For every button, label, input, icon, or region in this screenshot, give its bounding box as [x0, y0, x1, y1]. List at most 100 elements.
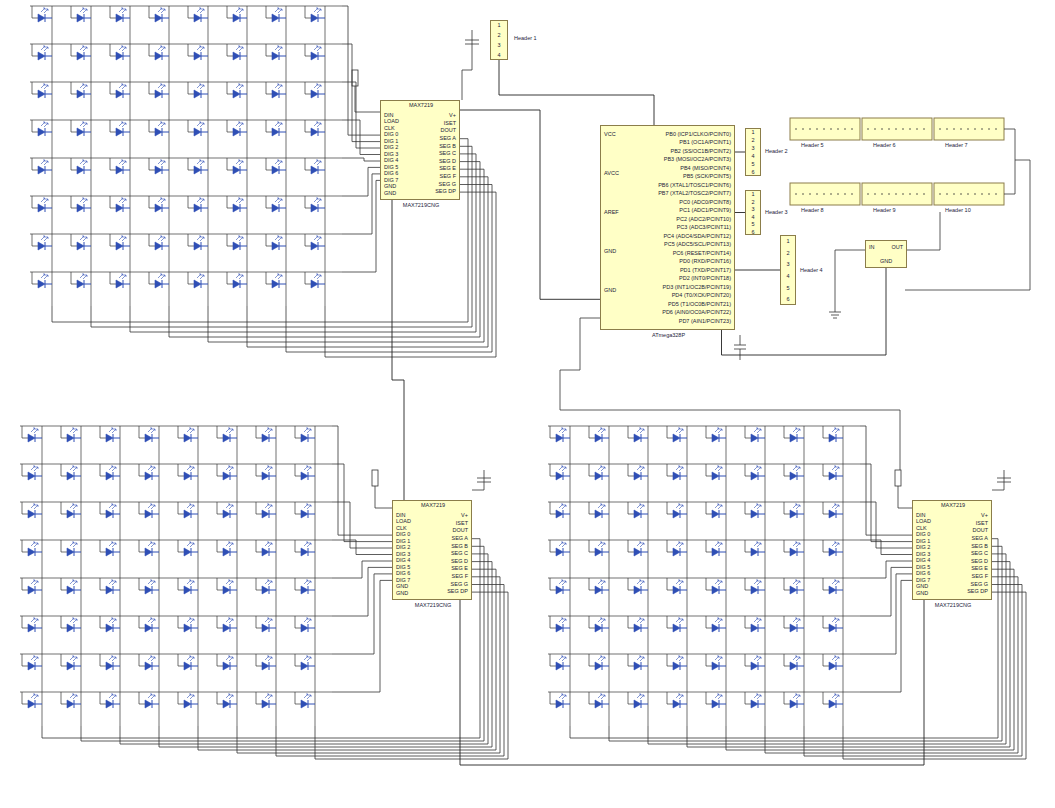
led-cathode [563, 586, 570, 594]
component-label: Header 10 [944, 208, 972, 214]
led-lead [305, 82, 311, 94]
led-light-arrow [598, 504, 605, 509]
component-label: Header 8 [800, 208, 825, 214]
capacitor-symbol [462, 30, 479, 100]
led-light-arrow [197, 122, 204, 127]
led-lead [100, 654, 106, 666]
led-lead [784, 578, 790, 590]
led-symbol [673, 586, 680, 594]
led-lead [110, 234, 116, 246]
led-cathode [191, 510, 198, 518]
led-lead [589, 464, 595, 476]
led-symbol [673, 472, 680, 480]
led-symbol [106, 700, 113, 708]
led-light-arrow [148, 542, 155, 547]
led-symbol [116, 280, 123, 288]
led-cathode [318, 14, 325, 22]
led-symbol [262, 624, 269, 632]
pin-label: DIG 2 [916, 545, 930, 551]
part-name: MAX7219 [941, 503, 965, 509]
led-symbol [272, 90, 279, 98]
component-label: Header 7 [944, 143, 969, 149]
led-lead [61, 578, 67, 590]
row-wire [20, 692, 332, 693]
pin-label: ISET [444, 121, 456, 127]
led-cathode [74, 434, 81, 442]
pin-header: 123456 [745, 128, 761, 176]
led-light-arrow [314, 8, 321, 13]
led-light-arrow [158, 198, 165, 203]
led-symbol [233, 280, 240, 288]
wire-connector [735, 152, 745, 153]
led-symbol [751, 510, 758, 518]
wire [898, 486, 912, 508]
led-cathode [74, 662, 81, 670]
led-cathode [641, 586, 648, 594]
led-symbol [311, 52, 318, 60]
led-lead [227, 196, 233, 208]
pin-label: LOAD [396, 519, 411, 525]
wire-path [460, 600, 924, 765]
led-light-arrow [275, 198, 282, 203]
led-cathode [240, 242, 247, 250]
led-symbol [106, 586, 113, 594]
led-cathode [758, 624, 765, 632]
pin-label: LOAD [916, 519, 931, 525]
led-light-arrow [187, 580, 194, 585]
led-cathode [279, 280, 286, 288]
led-symbol [556, 510, 563, 518]
led-light-arrow [676, 466, 683, 471]
led-light-arrow [31, 656, 38, 661]
row-wire [30, 272, 342, 273]
led-symbol [311, 280, 318, 288]
led-symbol [194, 242, 201, 250]
led-symbol [223, 624, 230, 632]
led-cathode [269, 510, 276, 518]
led-lead [227, 44, 233, 56]
pin-label: SEG A [971, 536, 988, 542]
pin-label: SEG D [451, 559, 468, 565]
pin-label: PB0 (ICP1/CLKO/PCINT0) [666, 132, 731, 138]
led-lead [256, 502, 262, 514]
led-lead [139, 426, 145, 438]
led-lead [266, 158, 272, 170]
part-number: MAX7219CNG [935, 603, 971, 609]
led-cathode [308, 662, 315, 670]
resistor-symbol [372, 470, 378, 486]
wire [835, 250, 865, 312]
led-light-arrow [275, 236, 282, 241]
led-cathode [797, 548, 804, 556]
led-symbol [829, 700, 836, 708]
led-symbol [67, 662, 74, 670]
row-bus [860, 580, 912, 692]
led-symbol [38, 90, 45, 98]
led-cathode [269, 548, 276, 556]
led-symbol [223, 434, 230, 442]
led-symbol [145, 434, 152, 442]
led-symbol [673, 662, 680, 670]
led-lead [110, 82, 116, 94]
led-light-arrow [265, 656, 272, 661]
led-lead [628, 540, 634, 552]
led-light-arrow [187, 694, 194, 699]
led-light-arrow [80, 8, 87, 13]
led-light-arrow [314, 198, 321, 203]
pin-label: SEG D [971, 559, 988, 565]
led-symbol [28, 700, 35, 708]
led-light-arrow [793, 428, 800, 433]
led-symbol [28, 510, 35, 518]
led-symbol [595, 548, 602, 556]
led-symbol [194, 90, 201, 98]
led-cathode [45, 128, 52, 136]
led-symbol [301, 510, 308, 518]
led-symbol [155, 242, 162, 250]
led-symbol [233, 166, 240, 174]
led-light-arrow [637, 504, 644, 509]
led-cathode [35, 472, 42, 480]
led-lead [745, 616, 751, 628]
led-symbol [751, 472, 758, 480]
led-light-arrow [598, 618, 605, 623]
led-lead [628, 426, 634, 438]
pin-label: CLK [384, 126, 395, 132]
led-lead [178, 464, 184, 476]
